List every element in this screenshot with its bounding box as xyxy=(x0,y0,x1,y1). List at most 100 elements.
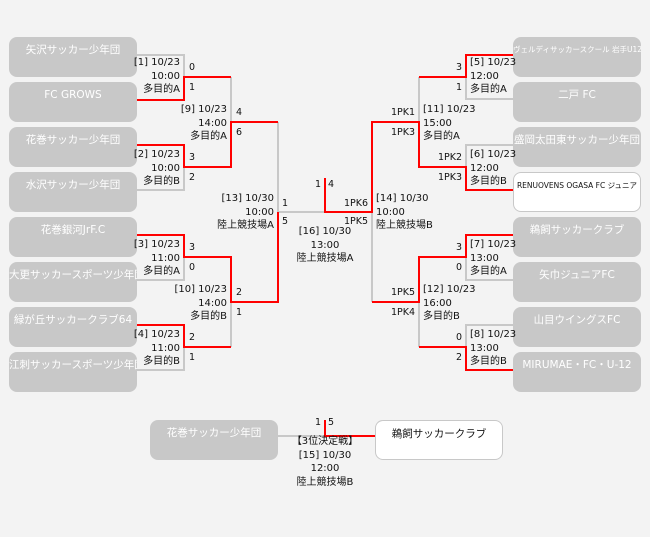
match-info-line: [15] 10/30 xyxy=(298,449,352,461)
match-info-line: 多目的A xyxy=(423,131,460,142)
score: 0 xyxy=(455,262,462,273)
match-info-line: 陸上競技場A xyxy=(296,253,354,264)
team-box[interactable]: ヴェルディサッカースクール 岩手U12 xyxy=(513,37,641,77)
match-info-m2: [2] 10/23 10:00 多目的B xyxy=(134,148,180,189)
match-info-m6: [6] 10/23 12:00 多目的B xyxy=(470,148,516,189)
team-box[interactable]: 大更サッカースポーツ少年団 xyxy=(9,262,137,302)
third-place-right-team[interactable]: 鵜飼サッカークラブ xyxy=(375,420,503,460)
team-box[interactable]: MIRUMAE・FC・U-12 xyxy=(513,352,641,392)
match-info-line: 12:00 xyxy=(470,162,499,174)
score: 4 xyxy=(236,107,243,118)
team-box[interactable]: 盛岡太田東サッカー少年団 xyxy=(513,127,641,167)
score: 1PK3 xyxy=(390,127,415,138)
score: 1PK4 xyxy=(390,307,415,318)
score: 2 xyxy=(189,332,196,343)
score: 3 xyxy=(455,62,462,73)
score: 5 xyxy=(282,216,289,227)
score: 1PK6 xyxy=(343,198,368,209)
match-info-line: [13] 10/30 xyxy=(221,193,274,204)
match-info-line: [14] 10/30 xyxy=(376,193,429,204)
match-info-m8: [8] 10/23 13:00 多目的B xyxy=(470,328,516,369)
score: 0 xyxy=(455,332,462,343)
match-info-line: 陸上競技場B xyxy=(296,476,354,488)
match-info-line: 多目的A xyxy=(470,266,507,277)
team-box[interactable]: FC GROWS xyxy=(9,82,137,122)
score: 1 xyxy=(314,417,321,428)
match-info-line: 10:00 xyxy=(376,206,405,218)
third-place-left-team[interactable]: 花巻サッカー少年団 xyxy=(150,420,278,460)
match-info-line: [9] 10/23 xyxy=(180,104,227,115)
match-info-line: 多目的A xyxy=(190,131,227,142)
match-info-line: 【3位決定戦】 xyxy=(291,436,359,447)
match-info-line: 多目的A xyxy=(470,84,507,95)
match-info-line: 14:00 xyxy=(198,117,227,129)
team-box[interactable]: 二戸 FC xyxy=(513,82,641,122)
score: 1 xyxy=(455,82,462,93)
score: 2 xyxy=(236,287,243,298)
match-info-line: 13:00 xyxy=(470,342,499,354)
match-info-m4: [4] 10/23 11:00 多目的B xyxy=(134,328,180,369)
match-info-line: 14:00 xyxy=(198,297,227,309)
match-info-m12: [12] 10/23 16:00 多目的B xyxy=(423,283,476,324)
score: 1 xyxy=(189,82,196,93)
team-box[interactable]: 矢沢サッカー少年団 xyxy=(9,37,137,77)
match-info-line: 16:00 xyxy=(423,297,452,309)
team-box[interactable]: 矢巾ジュニアFC xyxy=(513,262,641,302)
match-info-line: 13:00 xyxy=(470,252,499,264)
score: 1 xyxy=(236,307,243,318)
match-info-line: [7] 10/23 xyxy=(470,239,517,250)
match-info-line: [4] 10/23 xyxy=(133,329,180,340)
score: 1PK1 xyxy=(390,107,415,118)
team-box[interactable]: 花巻サッカー少年団 xyxy=(9,127,137,167)
match-info-line: 多目的B xyxy=(423,311,460,322)
match-info-line: 10:00 xyxy=(151,162,180,174)
match-info-m15: 【3位決定戦】 [15] 10/30 12:00 陸上競技場B xyxy=(265,435,385,489)
match-info-line: [6] 10/23 xyxy=(470,149,517,160)
team-box[interactable]: 鵜飼サッカークラブ xyxy=(513,217,641,257)
score: 0 xyxy=(189,262,196,273)
match-info-line: [2] 10/23 xyxy=(133,149,180,160)
team-box[interactable]: 花巻銀河JrF.C xyxy=(9,217,137,257)
score: 1 xyxy=(282,198,289,209)
match-info-line: [11] 10/23 xyxy=(423,104,476,115)
score: 0 xyxy=(189,62,196,73)
match-info-line: 10:00 xyxy=(245,206,274,218)
match-info-line: [10] 10/23 xyxy=(174,284,227,295)
match-info-line: 12:00 xyxy=(310,463,340,474)
team-box[interactable]: 水沢サッカー少年団 xyxy=(9,172,137,212)
score: 2 xyxy=(455,352,462,363)
gray-lines xyxy=(137,54,513,437)
score: 5 xyxy=(328,417,335,428)
match-info-line: [12] 10/23 xyxy=(423,284,476,295)
match-info-line: 多目的B xyxy=(143,356,180,367)
match-info-line: [8] 10/23 xyxy=(470,329,517,340)
score: 3 xyxy=(189,242,196,253)
team-box[interactable]: RENUOVENS OGASA FC ジュニア xyxy=(513,172,641,212)
score: 3 xyxy=(455,242,462,253)
match-info-m9: [9] 10/23 14:00 多目的A xyxy=(181,103,227,144)
team-box[interactable]: 江刺サッカースポーツ少年団 xyxy=(9,352,137,392)
match-info-line: 陸上競技場A xyxy=(217,220,274,231)
match-info-line: 多目的B xyxy=(470,176,507,187)
match-info-line: 12:00 xyxy=(470,70,499,82)
match-info-line: 多目的A xyxy=(143,266,180,277)
match-info-line: 11:00 xyxy=(151,342,180,354)
match-info-line: 多目的B xyxy=(143,176,180,187)
team-box[interactable]: 緑が丘サッカークラブ64 xyxy=(9,307,137,347)
score: 4 xyxy=(328,179,335,190)
match-info-line: 多目的B xyxy=(470,356,507,367)
match-info-line: [3] 10/23 xyxy=(133,239,180,250)
match-info-m3: [3] 10/23 11:00 多目的A xyxy=(134,238,180,279)
match-info-line: 11:00 xyxy=(151,252,180,264)
score: 1 xyxy=(189,352,196,363)
score: 1PK5 xyxy=(343,216,368,227)
team-box[interactable]: 山目ウイングスFC xyxy=(513,307,641,347)
match-info-line: 13:00 xyxy=(310,239,340,251)
winner-lines xyxy=(137,54,513,437)
